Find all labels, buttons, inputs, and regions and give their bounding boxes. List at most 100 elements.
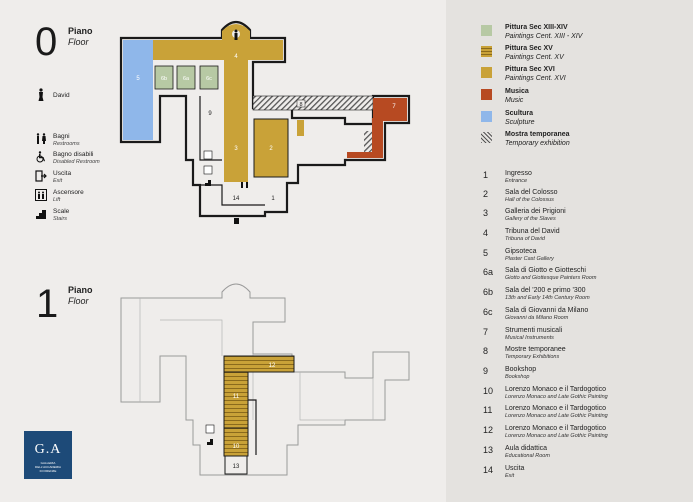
legend-title-4: Scultura — [505, 110, 534, 117]
label-room-8: 8 — [299, 102, 302, 108]
label-room-4: 4 — [234, 54, 238, 60]
service-restrooms-label: Bagni — [53, 133, 70, 140]
room-name-it: Gipsoteca — [505, 248, 537, 255]
room-number: 4 — [483, 228, 489, 238]
room-6a-area[interactable] — [176, 65, 196, 90]
first-outer-outline — [120, 283, 410, 476]
legend-title-0: Pittura Sec XIII-XIV — [505, 24, 568, 31]
label-room-7: 7 — [392, 104, 396, 110]
first-interior-lines — [139, 298, 374, 421]
map-david-icon — [234, 29, 238, 40]
room-6c-area[interactable] — [199, 65, 219, 90]
room-name-it: Sala di Giotto e Giotteschi — [505, 267, 586, 274]
room-name-it: Uscita — [505, 465, 525, 472]
room-number: 3 — [483, 208, 489, 218]
room-number: 2 — [483, 189, 489, 199]
room-name-en: Hall of the Colossus — [505, 197, 554, 203]
room-5-area[interactable] — [123, 40, 153, 140]
map-stairs-icon — [205, 180, 211, 186]
logo-mark: G.A — [34, 442, 62, 457]
floor-1-title-en: Floor — [68, 296, 89, 306]
map-disabled-restroom-icon — [203, 150, 213, 160]
room-6b-area[interactable] — [154, 65, 174, 90]
room-number: 11 — [483, 405, 493, 415]
service-lift-sub: Lift — [53, 196, 61, 203]
room-10-area[interactable] — [223, 427, 249, 457]
room-name-it: Sala di Giovanni da Milano — [505, 307, 589, 314]
david-statue-icon — [35, 88, 47, 101]
room-8-area[interactable] — [252, 95, 374, 111]
label-room-6a: 6a — [183, 76, 190, 82]
room-name-it: Lorenzo Monaco e il Tardogotico — [505, 405, 607, 412]
room-name-it: Mostre temporanee — [505, 346, 566, 353]
room-name-it: Bookshop — [505, 366, 537, 373]
room-name-en: Gallery of the Slaves — [505, 216, 556, 222]
map-restroom-icon — [241, 182, 248, 188]
label-room-12: 12 — [269, 363, 276, 369]
room-number: 6b — [483, 287, 494, 297]
room-name-en: Lorenzo Monaco and Late Gothic Painting — [505, 433, 608, 439]
service-david-label: David — [53, 92, 70, 99]
legend-title-1: Pittura Sec XV — [505, 45, 553, 52]
service-stairs-sub: Stairs — [53, 215, 68, 222]
room-name-it: Strumenti musicali — [505, 327, 563, 334]
room-number: 5 — [483, 248, 489, 258]
label-room-14: 14 — [233, 196, 240, 202]
room-7-area[interactable] — [347, 98, 407, 158]
room-name-it: Lorenzo Monaco e il Tardogotico — [505, 386, 607, 393]
label-room-13: 13 — [233, 464, 240, 470]
gallery-logo: G.A GALLERIA DELL'ACCADEMIA DI FIRENZE — [24, 431, 72, 479]
logo-line-3: DI FIRENZE — [39, 469, 57, 473]
room-13-area[interactable] — [224, 455, 248, 475]
room-name-it: Aula didattica — [505, 445, 548, 452]
room-7-hatch — [364, 131, 372, 152]
floor-plans-svg: 4 5 6b 6a 6c 9 3 2 8 7 14 1 — [119, 20, 411, 476]
service-disabled-restroom-label: Bagno disabili — [53, 151, 94, 158]
legend-title-2: Pittura Sec XVI — [505, 66, 555, 73]
room-name-en: Educational Room — [505, 453, 550, 459]
room-4-area[interactable] — [153, 24, 283, 66]
service-david: David — [35, 88, 70, 101]
legend-title-5: Mostra temporanea — [505, 131, 570, 138]
legend-swatch-striped-gold — [481, 46, 492, 57]
legend-sub-2: Paintings Cent. XVI — [505, 74, 566, 82]
room-11-area[interactable] — [223, 371, 249, 429]
label-room-1: 1 — [271, 196, 275, 202]
legend-sub-0: Paintings Cent. XIII - XIV — [505, 32, 583, 40]
floor-1-number: 1 — [36, 282, 59, 326]
service-restrooms-sub: Restrooms — [53, 140, 80, 147]
label-room-9: 9 — [208, 111, 212, 117]
room-name-en: Entrance — [505, 178, 528, 184]
legend-sub-5: Temporary exhibition — [505, 139, 570, 147]
room-3-area[interactable] — [224, 60, 248, 182]
room-9-wall — [199, 96, 222, 161]
exit-icon — [35, 170, 47, 182]
legend-swatch-hatch — [481, 132, 492, 143]
room-12-area[interactable] — [223, 355, 295, 373]
label-room-6b: 6b — [161, 76, 167, 82]
room-2-area[interactable] — [253, 118, 289, 178]
room-name-en: Tribuna of David — [505, 236, 545, 242]
first-floor-plan: 12 11 10 13 — [120, 283, 410, 476]
gold-strip-area — [297, 120, 304, 136]
service-lift-label: Ascensore — [53, 189, 84, 196]
label-room-2: 2 — [269, 146, 273, 152]
